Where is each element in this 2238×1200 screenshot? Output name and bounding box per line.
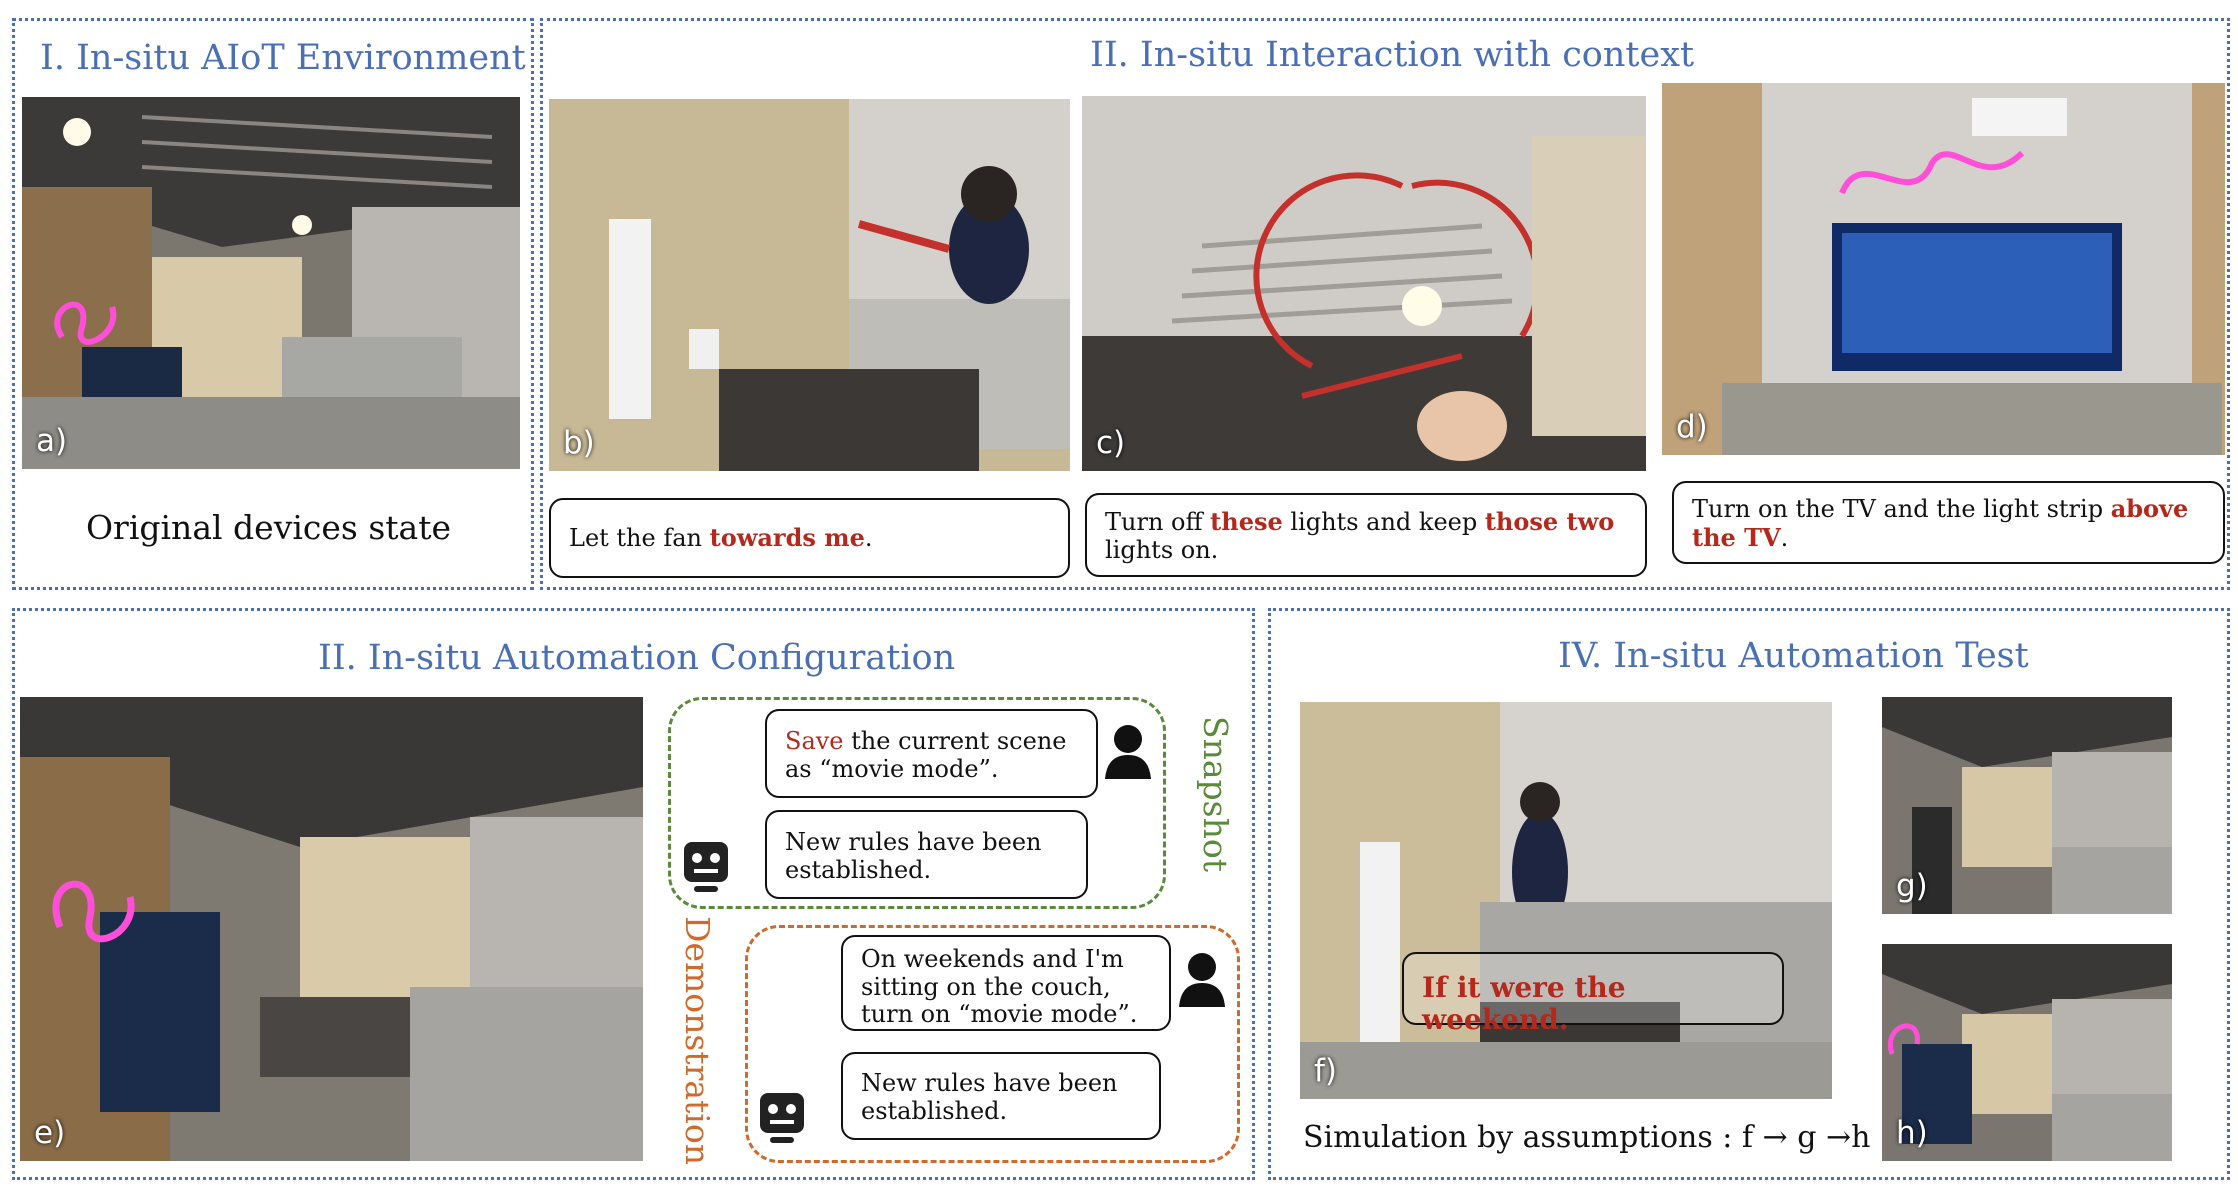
test-caption: Simulation by assumptions : f → g →h [1303,1120,1871,1155]
bubble-lights-end: lights on. [1105,535,1219,564]
photo-e-label: e) [34,1115,66,1151]
panel-test [1268,608,2230,1180]
snapshot-bot-bubble: New rules have been established. [765,810,1088,899]
panel-configuration-title: II. In-situ Automation Configuration [318,638,956,678]
demonstration-group [745,925,1240,1163]
demonstration-bot-bubble: New rules have been established. [841,1052,1161,1140]
photo-f-label: f) [1314,1053,1338,1089]
robot-icon [682,840,730,894]
photo-e: e) [20,697,643,1161]
bubble-tv-highlight: above the TV [1692,494,2189,552]
robot-icon [758,1091,806,1145]
photo-c: c) [1082,96,1646,471]
photo-b: b) [549,99,1070,471]
photo-a-label: a) [36,423,68,459]
snapshot-user-bubble: Save the current scene as “movie mode”. [765,709,1098,798]
photo-h: h) [1882,944,2172,1161]
bubble-tv-text: Turn on the TV and the light strip [1692,495,2111,523]
person-icon [1177,951,1227,1007]
bubble-lights-highlight-1: these [1210,507,1283,536]
bubble-fan-text: Let the fan [569,524,710,552]
snapshot-user-text: the current scene as “movie mode”. [785,727,1067,783]
photo-d-label: d) [1676,409,1708,445]
photo-f: f) [1300,702,1832,1099]
demonstration-user-bubble: On weekends and I'm sitting on the couch… [841,935,1171,1031]
photo-b-label: b) [563,425,595,461]
photo-g-label: g) [1896,868,1928,904]
bubble-lights: Turn off these lights and keep those two… [1085,493,1647,577]
photo-g: g) [1882,697,2172,914]
photo-h-label: h) [1896,1115,1928,1151]
panel-test-title: IV. In-situ Automation Test [1558,636,2029,676]
demonstration-user-text: On weekends and I'm sitting on the couch… [861,945,1138,1029]
weekend-text: If it were the weekend. [1422,971,1626,1037]
panel-configuration [12,608,1255,1180]
photo-d: d) [1662,83,2225,455]
panel-environment-title: I. In-situ AIoT Environment [40,38,526,78]
bubble-fan: Let the fan towards me. [549,498,1070,578]
bubble-lights-middle: lights and keep [1282,508,1485,536]
snapshot-group [668,697,1166,909]
panel-environment [12,18,534,590]
bubble-tv-end: . [1780,523,1789,552]
person-icon [1103,723,1153,779]
snapshot-label: Snapshot [1196,716,1235,872]
snapshot-save-keyword: Save [785,727,844,755]
snapshot-bot-text: New rules have been established. [785,828,1042,884]
demonstration-label: Demonstration [678,916,717,1165]
bubble-lights-text: Turn off [1105,508,1211,536]
bubble-fan-end: . [864,524,873,552]
photo-a: a) [22,97,520,469]
panel-interaction-title: II. In-situ Interaction with context [1090,35,1695,75]
bubble-tv: Turn on the TV and the light strip above… [1672,481,2225,564]
panel-interaction [540,18,2230,590]
demonstration-bot-text: New rules have been established. [861,1069,1118,1125]
bubble-fan-highlight: towards me [709,523,865,552]
env-caption: Original devices state [86,508,451,547]
bubble-lights-highlight-2: those two [1484,507,1615,536]
photo-c-label: c) [1096,425,1126,461]
weekend-bubble: If it were the weekend. [1402,952,1784,1036]
